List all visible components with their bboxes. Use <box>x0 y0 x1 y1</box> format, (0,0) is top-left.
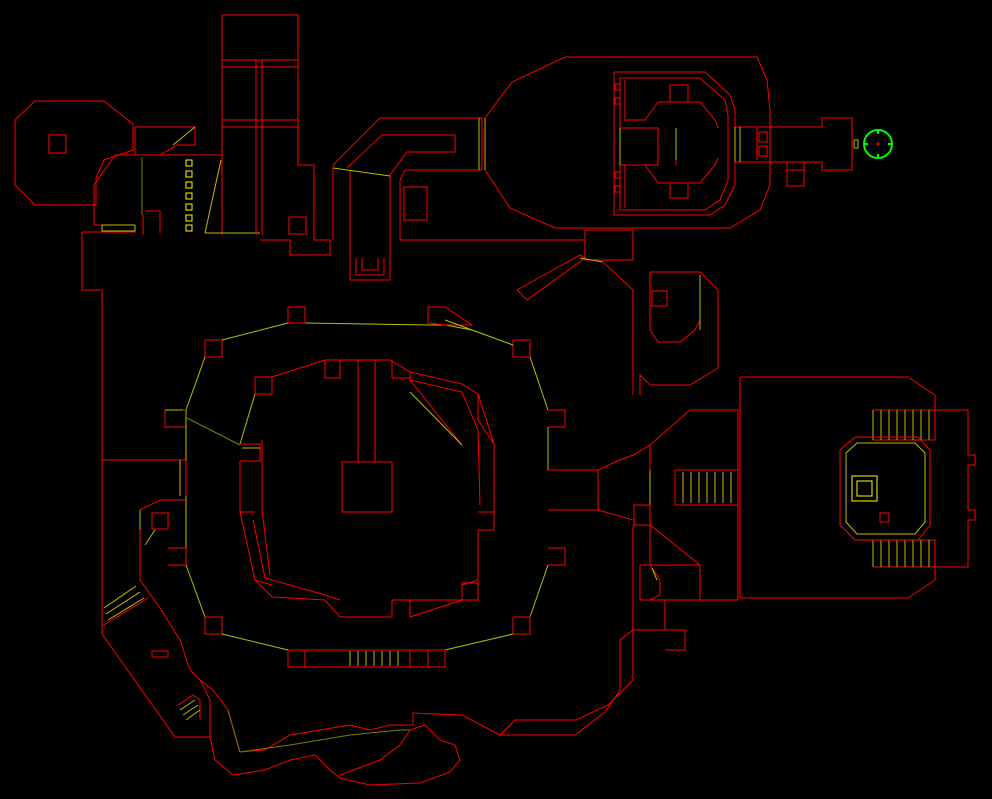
corridor-west <box>101 290 210 738</box>
room-northwest-octagon <box>14 100 134 206</box>
room-east-platform <box>739 376 976 599</box>
arena-stairs-south <box>349 651 399 666</box>
corridor-north-bend <box>332 117 585 281</box>
player-arrow-icon <box>863 129 893 159</box>
corridor-east-exit <box>734 117 859 187</box>
arena-outer-ring <box>164 306 599 668</box>
room-northeast-oval <box>484 56 771 229</box>
arena-inner-ring <box>239 359 495 618</box>
connector-northeast <box>516 229 634 395</box>
arena-core <box>186 360 481 601</box>
room-south-cavern <box>199 600 665 786</box>
room-east-anteroom <box>597 409 739 651</box>
room-east-alcove <box>639 271 719 395</box>
hall-light-column <box>185 159 193 232</box>
room-north-tower <box>221 14 331 256</box>
room-northwest-hall <box>81 126 260 291</box>
